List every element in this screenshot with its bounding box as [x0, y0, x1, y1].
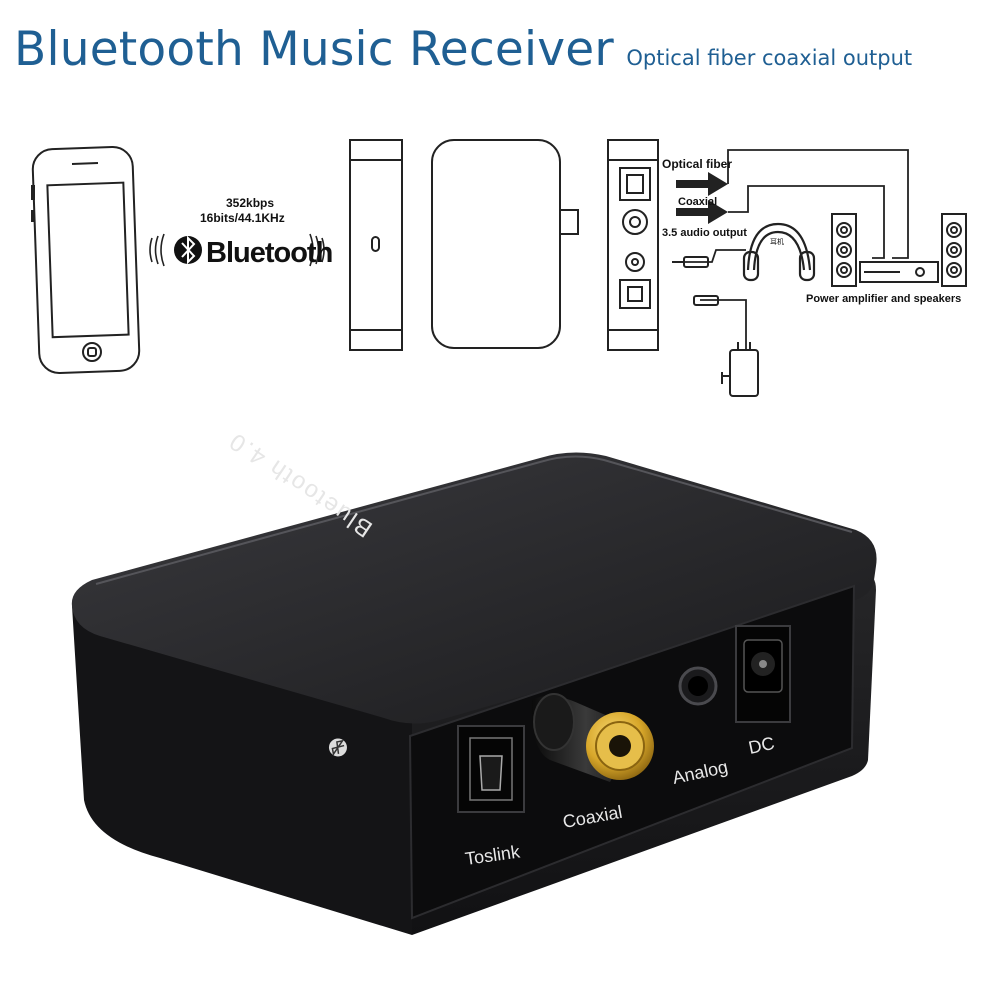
analog-jack — [678, 666, 718, 706]
page-title: Bluetooth Music Receiver — [14, 22, 614, 77]
bluetooth-logo-icon — [174, 235, 202, 265]
audio-plug-icon — [672, 256, 709, 268]
amplifier-label: Power amplifier and speakers — [806, 293, 961, 305]
headphone-label: 耳机 — [770, 237, 784, 246]
sample-format-label: 16bits/44.1KHz — [200, 211, 285, 225]
optical-fiber-label: Optical fiber — [662, 157, 732, 171]
receiver-back-panel — [607, 139, 659, 351]
speaker-left-icon — [831, 213, 857, 287]
coaxial-label: Coaxial — [678, 196, 717, 208]
speaker-right-icon — [941, 213, 967, 287]
toslink-port — [457, 725, 525, 813]
signal-waves-icon — [149, 233, 325, 267]
coaxial-rca-port — [531, 693, 654, 782]
audio-output-label: 3.5 audio output — [662, 227, 747, 239]
bluetooth-wordmark: Bluetooth — [206, 237, 332, 269]
headphones-icon — [742, 222, 816, 282]
receiver-top-view — [431, 139, 579, 349]
bitrate-label: 352kbps — [226, 196, 274, 210]
header: Bluetooth Music Receiver Optical fiber c… — [14, 22, 912, 77]
device-top-face — [71, 452, 877, 724]
power-plug-icon — [693, 295, 759, 397]
diagram — [31, 139, 967, 397]
dc-jack — [735, 625, 791, 723]
device-side-face — [72, 606, 412, 935]
phone-icon — [31, 146, 141, 374]
device-top-logo — [328, 738, 347, 757]
receiver-side-view — [349, 139, 403, 351]
amplifier-icon — [859, 261, 939, 283]
page-subtitle: Optical fiber coaxial output — [626, 46, 913, 70]
cables — [676, 149, 909, 350]
arrow-icons — [676, 172, 728, 224]
